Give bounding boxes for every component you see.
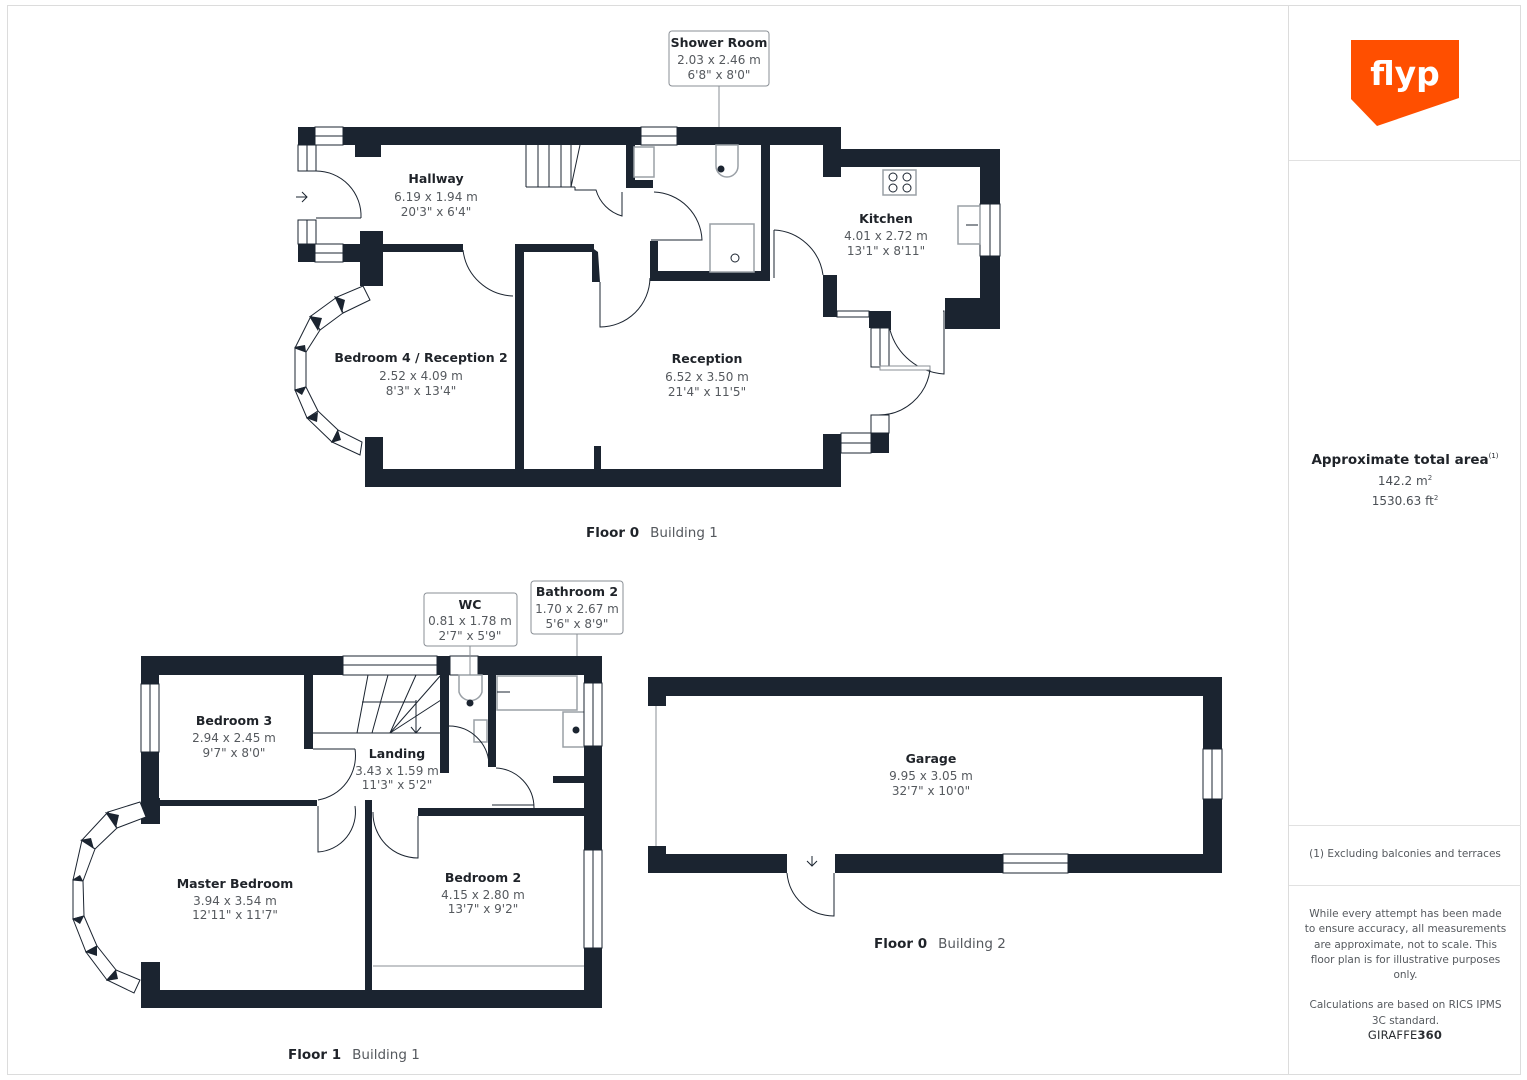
room-imperial-wc: 2'7" x 5'9" (439, 629, 502, 643)
room-name-bedroom-2: Bedroom 2 (445, 870, 521, 885)
credit-prefix: GIRAFFE (1367, 1028, 1418, 1042)
flyp-logo-icon: flyp (1351, 40, 1459, 126)
flyp-logo: flyp (1351, 40, 1459, 126)
room-name-shower-room: Shower Room (671, 35, 768, 50)
room-imperial-kitchen: 13'1" x 8'11" (847, 244, 925, 258)
credit-suffix: 360 (1417, 1028, 1443, 1042)
floor-caption-floor: Floor 0 (586, 525, 640, 541)
room-imperial-shower-room: 6'8" x 8'0" (688, 68, 751, 82)
room-name-landing: Landing (369, 746, 425, 761)
room-imperial-hallway: 20'3" x 6'4" (401, 205, 472, 219)
room-metric-master-bedroom: 3.94 x 3.54 m (193, 894, 277, 908)
info-sidebar: flyp Approximate total area(1) 142.2 m2 … (1288, 5, 1521, 1075)
total-area-m2: 142.2 m2 (1289, 474, 1521, 488)
unit-superscript: 2 (1427, 474, 1433, 482)
floor-plans-drawing: .w { fill:#1b2430; } .ln { stroke:#1b243… (72, 30, 1223, 1008)
giraffe360-credit: GIRAFFE360 (1289, 1028, 1521, 1042)
total-area-note-marker: (1) (1488, 452, 1499, 460)
floor-caption-building: Building 2 (938, 936, 1006, 952)
area-footnote: (1) Excluding balconies and terraces (1309, 848, 1501, 860)
room-metric-bedroom-3: 2.94 x 2.45 m (192, 731, 276, 745)
floor-caption-floor: Floor 1 (288, 1047, 342, 1063)
room-metric-shower-room: 2.03 x 2.46 m (677, 53, 761, 67)
room-imperial-garage: 32'7" x 10'0" (892, 784, 970, 798)
room-metric-reception: 6.52 x 3.50 m (665, 370, 749, 384)
room-metric-kitchen: 4.01 x 2.72 m (844, 229, 928, 243)
total-area-title: Approximate total area(1) (1289, 452, 1521, 468)
sidebar-divider (1289, 885, 1521, 886)
floor-caption-building: Building 1 (650, 525, 718, 541)
total-area-ft2-value: 1530.63 ft (1371, 494, 1434, 508)
disclaimer-rics: Calculations are based on RICS IPMS 3C s… (1309, 999, 1502, 1027)
floor-caption-floor-0-building-1: Floor 0 Building 1 (586, 525, 718, 541)
room-metric-garage: 9.95 x 3.05 m (889, 769, 973, 783)
floor-0-building-1-plan (294, 30, 1001, 487)
room-imperial-bathroom-2: 5'6" x 8'9" (546, 617, 609, 631)
room-imperial-landing: 11'3" x 5'2" (362, 778, 433, 792)
total-area-block: Approximate total area(1) 142.2 m2 1530.… (1289, 452, 1521, 508)
room-imperial-bedroom-2: 13'7" x 9'2" (448, 902, 519, 916)
disclaimer-accuracy: While every attempt has been made to ens… (1304, 908, 1507, 982)
total-area-title-text: Approximate total area (1311, 452, 1489, 468)
room-metric-bedroom-2: 4.15 x 2.80 m (441, 888, 525, 902)
floor-1-building-1-plan (72, 580, 624, 1008)
unit-superscript: 2 (1433, 494, 1439, 502)
floor-0-building-2-plan (648, 677, 1223, 917)
room-imperial-reception: 21'4" x 11'5" (668, 385, 746, 399)
room-name-bedroom-3: Bedroom 3 (196, 713, 272, 728)
floor-caption-building: Building 1 (352, 1047, 420, 1063)
room-name-master-bedroom: Master Bedroom (177, 876, 294, 891)
page-frame (7, 5, 1521, 1075)
sidebar-divider (1289, 160, 1521, 161)
room-imperial-bedroom-4: 8'3" x 13'4" (386, 384, 457, 398)
total-area-m2-value: 142.2 m (1377, 474, 1428, 488)
room-name-garage: Garage (906, 751, 957, 766)
room-metric-bathroom-2: 1.70 x 2.67 m (535, 602, 619, 616)
disclaimer: While every attempt has been made to ens… (1303, 907, 1508, 1044)
room-name-bedroom-4: Bedroom 4 / Reception 2 (334, 350, 507, 365)
room-metric-wc: 0.81 x 1.78 m (428, 614, 512, 628)
floor-caption-floor-1-building-1: Floor 1 Building 1 (288, 1047, 420, 1063)
room-metric-hallway: 6.19 x 1.94 m (394, 190, 478, 204)
room-name-hallway: Hallway (408, 171, 463, 186)
room-metric-bedroom-4: 2.52 x 4.09 m (379, 369, 463, 383)
room-labels: Shower Room 2.03 x 2.46 m 6'8" x 8'0" Ha… (177, 35, 973, 922)
room-imperial-master-bedroom: 12'11" x 11'7" (192, 908, 278, 922)
room-name-wc: WC (459, 597, 482, 612)
room-metric-landing: 3.43 x 1.59 m (355, 764, 439, 778)
logo-text: flyp (1370, 54, 1440, 93)
floor-caption-floor-0-building-2: Floor 0 Building 2 (874, 936, 1006, 952)
room-name-bathroom-2: Bathroom 2 (536, 584, 618, 599)
room-name-kitchen: Kitchen (859, 211, 913, 226)
room-name-reception: Reception (672, 351, 743, 366)
floor-caption-floor: Floor 0 (874, 936, 928, 952)
total-area-ft2: 1530.63 ft2 (1289, 494, 1521, 508)
sidebar-divider (1289, 825, 1521, 826)
room-imperial-bedroom-3: 9'7" x 8'0" (203, 746, 266, 760)
